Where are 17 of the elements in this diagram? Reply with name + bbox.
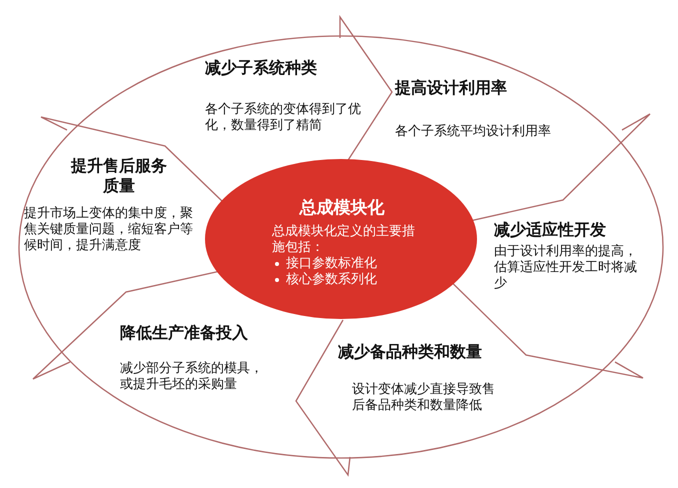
arrow-text: 减少部分子系统的模具，或提升毛坯的采购量 [120, 361, 264, 393]
arrow-text: 由于设计利用率的提高，估算适应性开发工时将减少 [494, 244, 638, 292]
arrow-text: 各个子系统平均设计利用率 [395, 124, 552, 140]
bullet-item: 接口参数标准化 [286, 256, 378, 272]
arrow-title: 减少子系统种类 [205, 58, 318, 78]
bullet-item: 核心参数系列化 [286, 272, 378, 288]
arrow-text: 提升市场上变体的集中度，聚焦关键质量问题，缩短客户等候时间，提升满意度 [24, 206, 194, 254]
arrow-text: 各个子系统的变体得到了优化，数量得到了精简 [205, 102, 362, 134]
arrow-title: 提高设计利用率 [395, 78, 508, 98]
arrow-text: 设计变体减少直接导致售后备品种类和数量降低 [352, 382, 496, 414]
center-text: 总成模块化定义的主要措施包括： [272, 224, 416, 256]
arrow-title: 减少适应性开发 [494, 220, 607, 240]
center-title: 总成模块化 [298, 198, 386, 218]
arrow-title: 降低生产准备投入 [120, 323, 249, 343]
arrow-title: 减少备品种类和数量 [338, 342, 483, 362]
arrow-title: 提升售后服务质量 [70, 156, 168, 196]
center-ellipse [204, 158, 478, 320]
